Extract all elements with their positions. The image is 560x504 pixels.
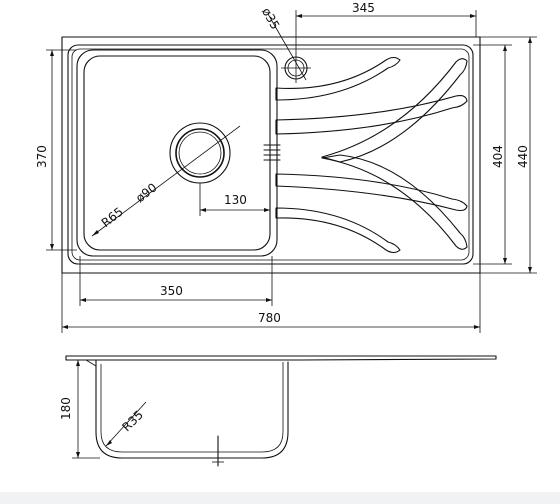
top-dimensions: 345 ø35 370 404 440 R65 ø90 [35,1,537,333]
drain-comb [263,144,281,161]
dim-r35: R35 [119,408,146,435]
inner-rim [67,44,474,265]
side-rim [65,355,497,361]
dim-404: 404 [491,145,505,168]
dim-130: 130 [224,193,247,207]
side-bowl-outer [95,359,289,459]
bowl-inner [83,55,271,251]
side-view [65,355,497,467]
side-bowl-inner [100,362,284,453]
outer-rim [61,36,481,274]
top-view [61,36,481,274]
dim-440: 440 [516,145,530,168]
side-dimensions: 180 R35 [59,359,147,459]
drainboard-grooves [275,56,468,254]
dim-780: 780 [258,311,281,325]
dim-r65: R65 [99,204,126,230]
strainer-inner [178,131,222,175]
strainer-ring [175,128,225,178]
dim-350: 350 [160,284,183,298]
bottom-strip [0,492,560,504]
dim-345: 345 [352,1,375,15]
dim-180: 180 [59,397,73,420]
bowl-outline [76,49,278,257]
dim-370: 370 [35,145,49,168]
inner-rim-edge [71,48,470,261]
dim-o90: ø90 [133,180,159,205]
dim-drain-diameter: ø35 [259,5,282,32]
